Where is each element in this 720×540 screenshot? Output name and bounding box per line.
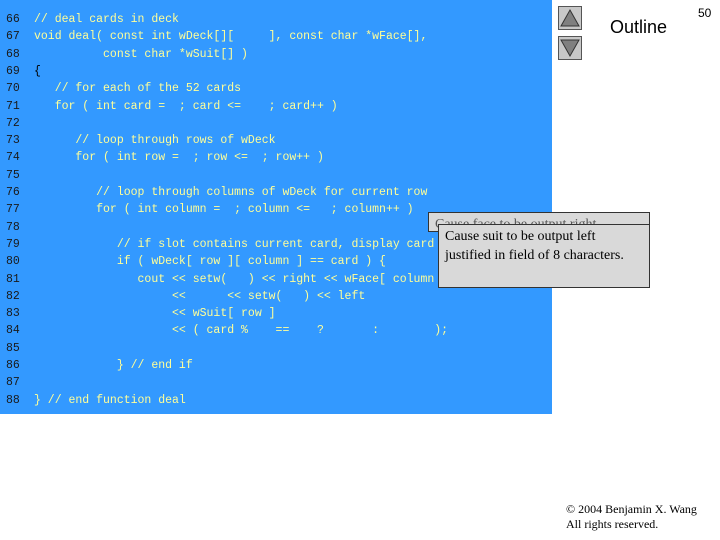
code-line: for ( int column = ; column <= ; column+… [34, 203, 414, 217]
line-number: 67 [6, 30, 20, 44]
code-line: for ( int card = ; card <= ; card++ ) [34, 99, 338, 113]
outline-link[interactable]: Outline [610, 17, 668, 37]
line-number: 80 [6, 255, 20, 269]
code-line: } // end function deal [34, 393, 186, 407]
code-line: { [34, 64, 41, 78]
code-line: // loop through columns of wDeck for cur… [34, 186, 428, 199]
slide-number: 50 [698, 6, 712, 20]
code-line: << ( card % == ? : ); [34, 324, 449, 338]
line-number: 76 [6, 186, 20, 199]
line-number: 88 [6, 393, 20, 407]
line-number: 68 [6, 47, 20, 61]
copyright-notice: © 2004 Benjamin X. Wang All rights reser… [566, 502, 697, 532]
code-line: // if slot contains current card, displa… [34, 237, 435, 251]
line-number: 72 [6, 116, 20, 130]
copyright-line-2: All rights reserved. [566, 517, 659, 531]
copyright-line-1: © 2004 Benjamin X. Wang [566, 502, 697, 516]
line-number: 82 [6, 289, 20, 303]
code-line: // deal cards in deck [34, 13, 179, 26]
line-number: 85 [6, 341, 20, 355]
triangle-up-icon [560, 8, 580, 27]
line-number: 83 [6, 307, 20, 321]
code-line: cout << setw( ) << right << wFace[ colum… [34, 272, 449, 286]
line-number: 69 [6, 64, 20, 78]
line-number: 79 [6, 237, 20, 251]
code-line: // for each of the 52 cards [34, 82, 242, 96]
code-line: // loop through rows of wDeck [34, 134, 276, 148]
line-number: 66 [6, 13, 20, 26]
line-number: 81 [6, 272, 20, 286]
line-number: 73 [6, 134, 20, 148]
line-number: 84 [6, 324, 20, 338]
line-number: 74 [6, 151, 20, 165]
callout-suit-left: Cause suit to be output left justified i… [438, 224, 650, 288]
line-number: 86 [6, 359, 20, 372]
code-line: const char *wSuit[] ) [34, 47, 248, 61]
code-panel: 66 // deal cards in deck 67 void deal( cons… [0, 0, 552, 414]
line-number: 78 [6, 220, 20, 234]
line-number: 70 [6, 82, 20, 96]
code-line: for ( int row = ; row <= ; row++ ) [34, 151, 324, 165]
code-line: << wSuit[ row ] [34, 307, 276, 321]
line-number: 75 [6, 168, 20, 182]
code-line: void deal( const int wDeck[][ ], const c… [34, 30, 428, 44]
code-line: } // end if [34, 359, 193, 372]
code-line: if ( wDeck[ row ][ column ] == card ) { [34, 255, 386, 269]
line-number: 77 [6, 203, 20, 217]
line-number: 71 [6, 99, 20, 113]
code-line: << << setw( ) << left [34, 289, 366, 303]
next-slide-button[interactable] [558, 36, 582, 60]
triangle-down-icon [560, 39, 580, 58]
line-number: 87 [6, 376, 20, 390]
previous-slide-button[interactable] [558, 6, 582, 30]
